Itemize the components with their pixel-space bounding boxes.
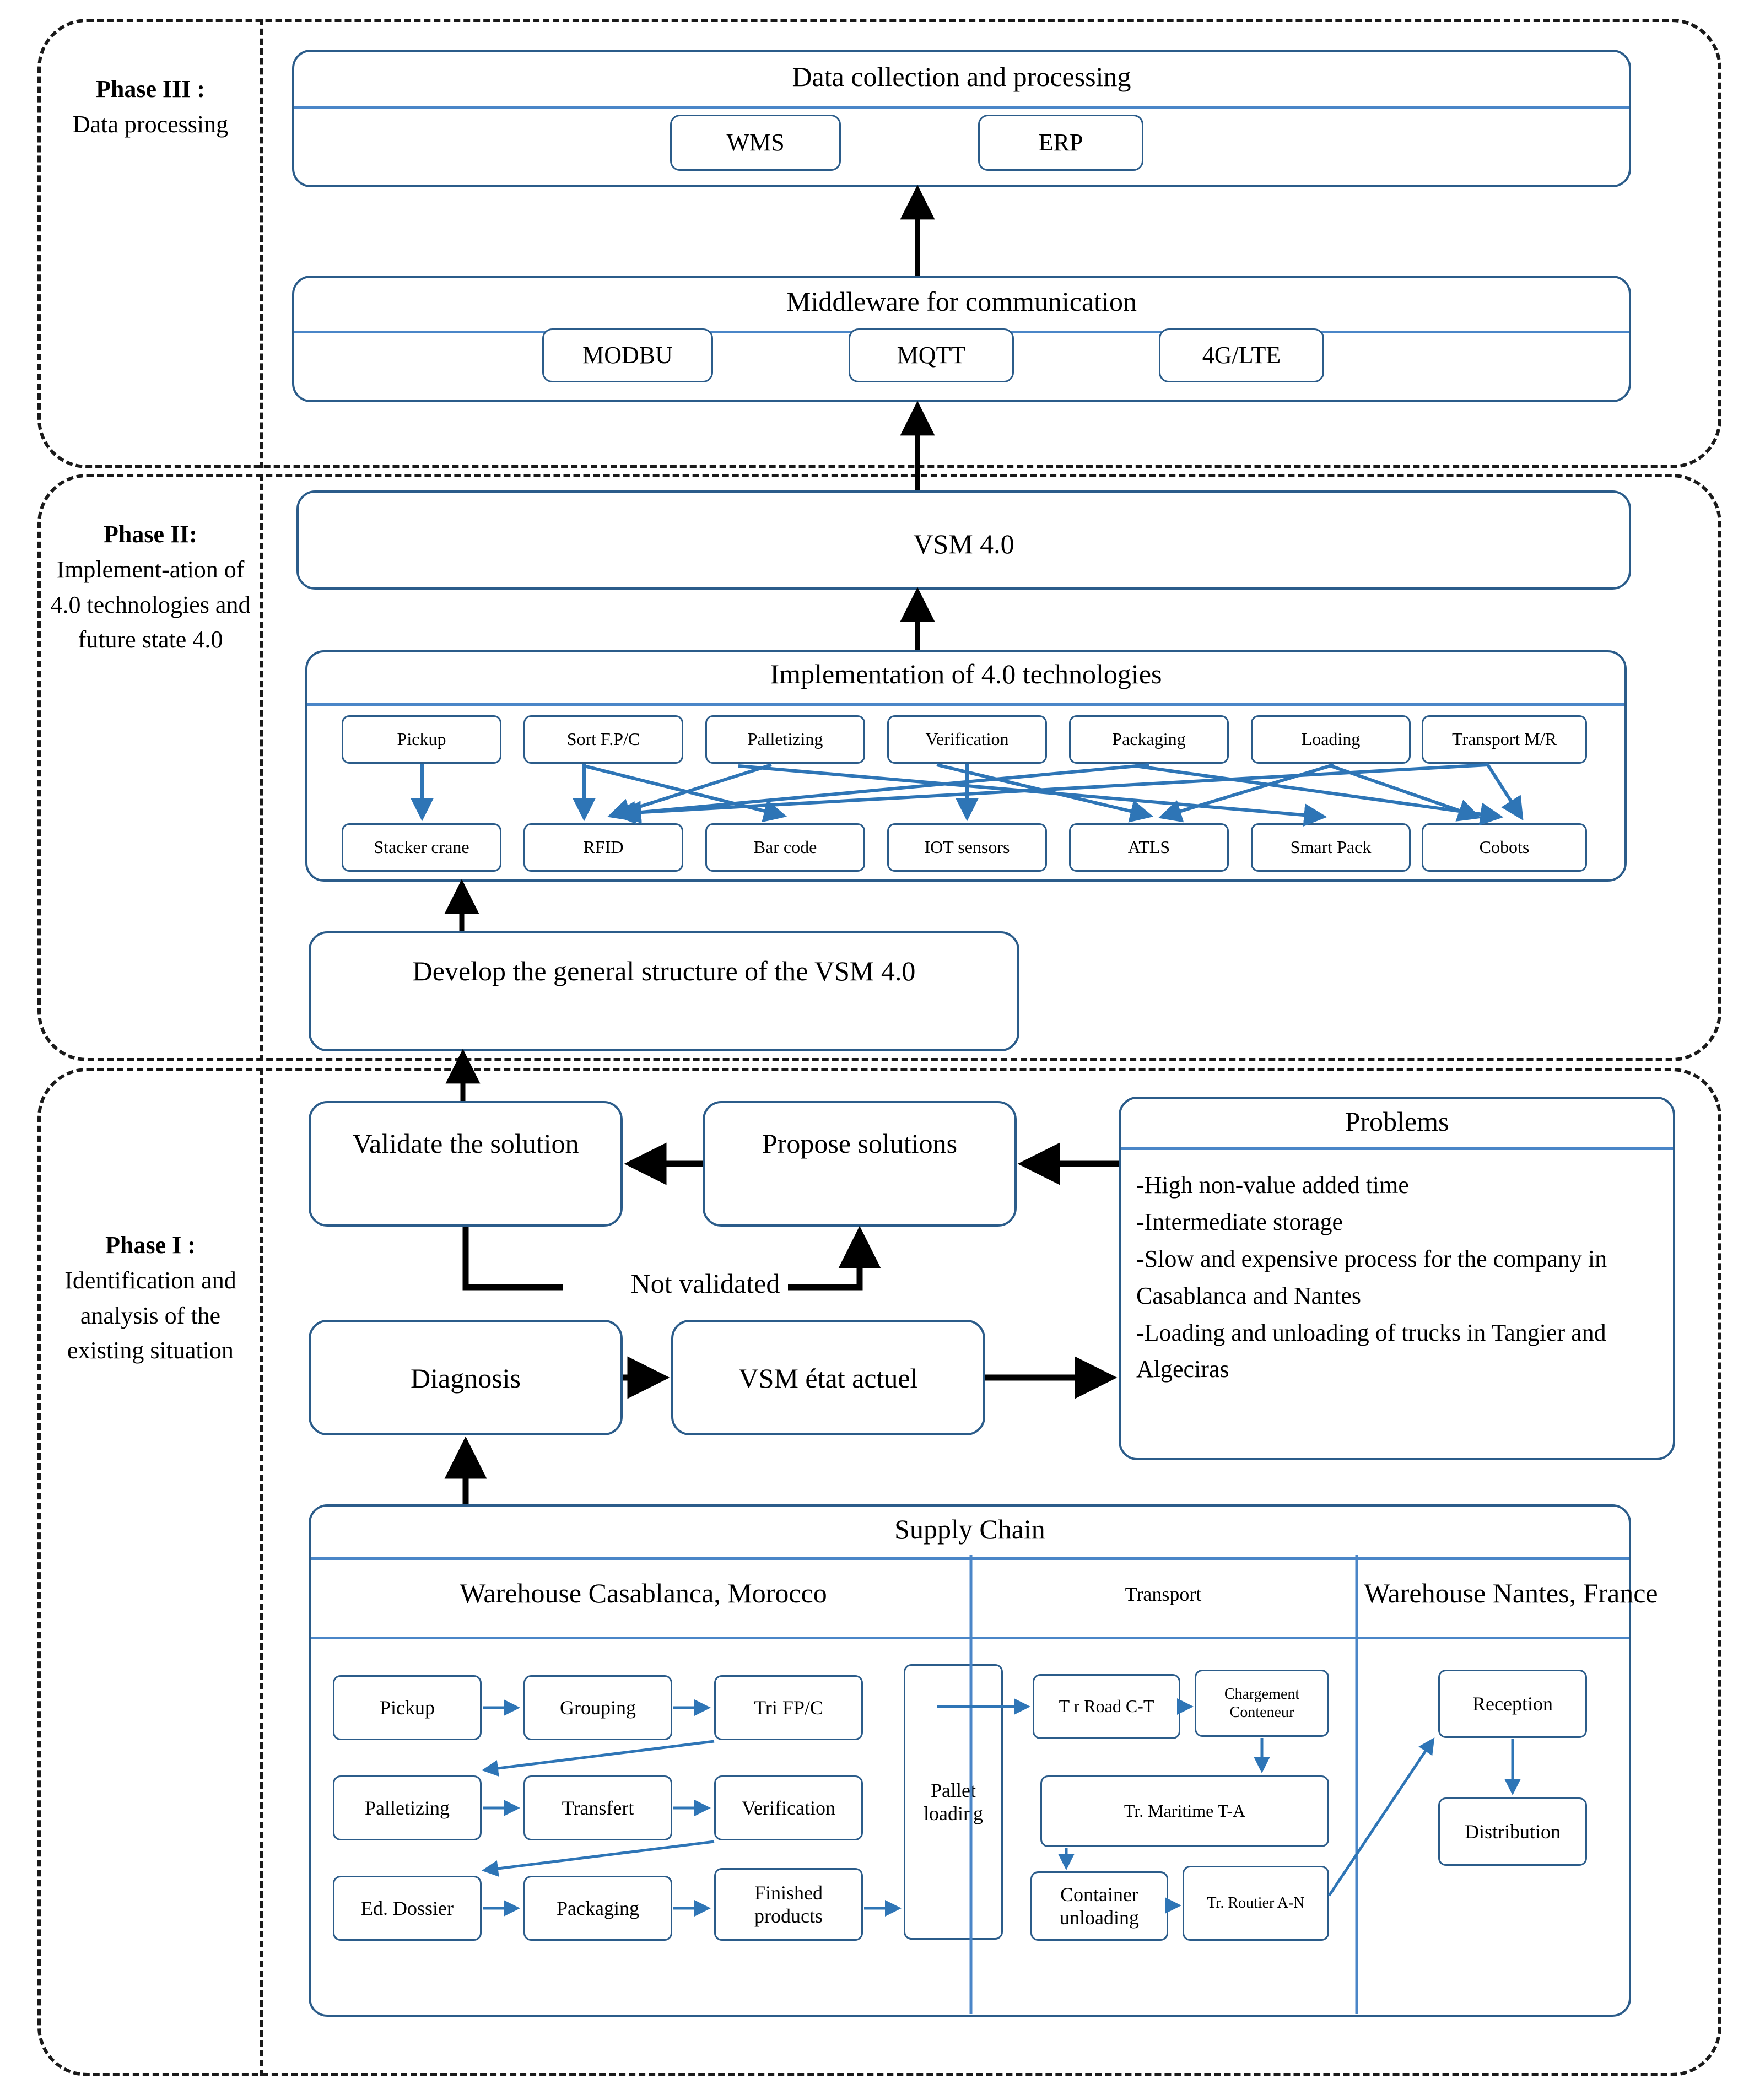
diagnosis-label: Diagnosis <box>411 1363 521 1394</box>
phase1-envelope <box>37 1068 1721 2076</box>
problems-rule <box>1121 1147 1673 1150</box>
lte-node[interactable]: 4G/LTE <box>1159 328 1324 382</box>
tech-smart-pack[interactable]: Smart Pack <box>1251 823 1411 872</box>
sc-tr-routier[interactable]: Tr. Routier A-N <box>1183 1866 1329 1941</box>
problem-item: -Loading and unloading of trucks in Tang… <box>1136 1319 1606 1383</box>
phase3-label-divider <box>260 19 263 468</box>
validate-box[interactable] <box>309 1101 623 1227</box>
sc-palletizing[interactable]: Palletizing <box>333 1775 482 1840</box>
wms-node[interactable]: WMS <box>670 115 841 171</box>
sc-col-transport: Transport <box>1125 1583 1202 1605</box>
sc-pickup[interactable]: Pickup <box>333 1675 482 1740</box>
vsm40-box <box>296 490 1631 590</box>
tech-iot-sensors[interactable]: IOT sensors <box>887 823 1047 872</box>
process-verification[interactable]: Verification <box>887 715 1047 764</box>
tech-stacker-crane[interactable]: Stacker crane <box>342 823 501 872</box>
develop-structure-label: Develop the general structure of the VSM… <box>412 955 916 986</box>
phase1-subtitle: Identification and analysis of the exist… <box>64 1266 236 1364</box>
develop-structure-box <box>309 931 1019 1051</box>
problem-item: -Slow and expensive process for the comp… <box>1136 1245 1607 1309</box>
validate-label: Validate the solution <box>352 1128 579 1159</box>
sc-ed-dossier[interactable]: Ed. Dossier <box>333 1876 482 1941</box>
implementation-header: Implementation of 4.0 technologies <box>770 658 1162 689</box>
problems-list: -High non-value added time -Intermediate… <box>1136 1167 1671 1388</box>
process-loading[interactable]: Loading <box>1251 715 1411 764</box>
problem-item: -High non-value added time <box>1136 1172 1409 1199</box>
phase3-subtitle: Data processing <box>72 110 229 138</box>
sc-distribution[interactable]: Distribution <box>1438 1797 1587 1866</box>
sc-transfert[interactable]: Transfert <box>523 1775 672 1840</box>
phase3-label: Phase III : Data processing <box>43 72 258 142</box>
sc-col-casablanca: Warehouse Casablanca, Morocco <box>460 1578 827 1608</box>
not-validated-label: Not validated <box>630 1268 780 1299</box>
tech-atls[interactable]: ATLS <box>1069 823 1229 872</box>
vsm-current-label: VSM état actuel <box>738 1363 918 1394</box>
tech-bar-code[interactable]: Bar code <box>705 823 865 872</box>
process-palletizing[interactable]: Palletizing <box>705 715 865 764</box>
phase1-label-divider <box>260 1068 263 2076</box>
data-collection-rule <box>294 106 1629 109</box>
diagnosis-box[interactable] <box>309 1320 623 1435</box>
problem-item: -Intermediate storage <box>1136 1208 1343 1235</box>
sc-container-unloading[interactable]: Container unloading <box>1030 1871 1168 1941</box>
data-collection-header: Data collection and processing <box>792 61 1131 92</box>
vsm-current-box[interactable] <box>671 1320 985 1435</box>
phase2-title: Phase II: <box>104 521 197 548</box>
supply-chain-header: Supply Chain <box>894 1514 1045 1545</box>
sc-col-nantes: Warehouse Nantes, France <box>1364 1578 1658 1608</box>
process-pickup[interactable]: Pickup <box>342 715 501 764</box>
phase3-title: Phase III : <box>95 75 206 102</box>
problems-header: Problems <box>1345 1106 1449 1137</box>
tech-rfid[interactable]: RFID <box>523 823 683 872</box>
phase2-subtitle: Implement-ation of 4.0 technologies and … <box>50 555 251 654</box>
phase1-label: Phase I : Identification and analysis of… <box>43 1228 258 1368</box>
data-collection-box: Data collection and processing <box>292 50 1631 187</box>
vsm40-label: VSM 4.0 <box>913 528 1014 559</box>
implementation-rule <box>307 703 1624 706</box>
phase1-title: Phase I : <box>105 1232 196 1259</box>
phase2-label-divider <box>260 474 263 1061</box>
phase2-envelope <box>37 474 1721 1061</box>
sc-tri-fpc[interactable]: Tri FP/C <box>714 1675 863 1740</box>
sc-packaging[interactable]: Packaging <box>523 1876 672 1941</box>
sc-reception[interactable]: Reception <box>1438 1670 1587 1738</box>
sc-maritime[interactable]: Tr. Maritime T-A <box>1040 1775 1329 1847</box>
phase3-envelope <box>37 19 1721 468</box>
problems-box: Problems <box>1119 1097 1675 1460</box>
erp-node[interactable]: ERP <box>978 115 1143 171</box>
phase2-label: Phase II: Implement-ation of 4.0 technol… <box>43 517 258 657</box>
sc-chargement-conteneur[interactable]: Chargement Conteneur <box>1195 1670 1329 1737</box>
propose-label: Propose solutions <box>762 1128 958 1159</box>
process-transport[interactable]: Transport M/R <box>1422 715 1587 764</box>
supply-chain-rule-top <box>311 1557 1629 1560</box>
tech-cobots[interactable]: Cobots <box>1422 823 1587 872</box>
supply-chain-rule-bottom <box>311 1637 1629 1639</box>
sc-tr-road[interactable]: T r Road C-T <box>1033 1674 1180 1739</box>
modbu-node[interactable]: MODBU <box>542 328 713 382</box>
sc-verification[interactable]: Verification <box>714 1775 863 1840</box>
middleware-header: Middleware for communication <box>786 286 1137 317</box>
sc-pallet-loading[interactable]: Pallet loading <box>904 1664 1003 1940</box>
mqtt-node[interactable]: MQTT <box>849 328 1014 382</box>
sc-grouping[interactable]: Grouping <box>523 1675 672 1740</box>
process-sort[interactable]: Sort F.P/C <box>523 715 683 764</box>
process-packaging[interactable]: Packaging <box>1069 715 1229 764</box>
propose-box[interactable] <box>703 1101 1017 1227</box>
sc-finished-products[interactable]: Finished products <box>714 1868 863 1941</box>
